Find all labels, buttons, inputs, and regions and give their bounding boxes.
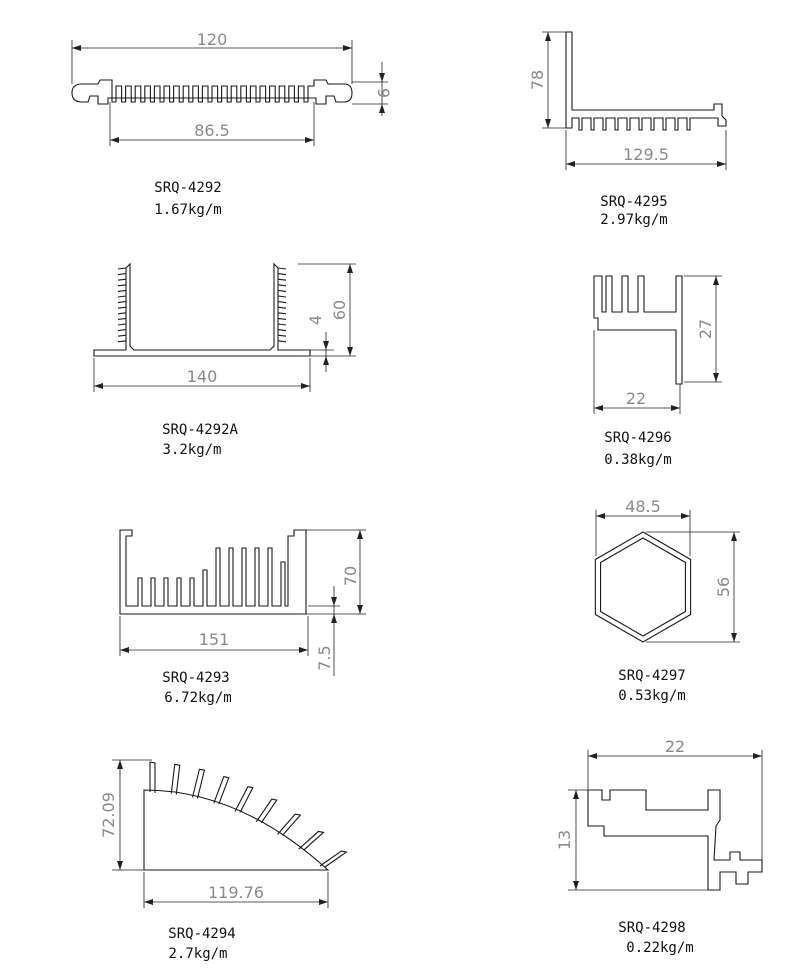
dimension-fin-span: 86.5 [194, 121, 230, 140]
profile-srq4296: 27 22 SRQ-4296 0.38kg/m [593, 275, 722, 468]
weight-per-meter: 0.38kg/m [604, 452, 671, 468]
profile-srq4293: 151 70 7.5 SRQ-4293 6.72kg/m [119, 529, 366, 706]
profile-outline [587, 789, 763, 891]
dimension-across-corners: 56 [714, 577, 733, 597]
dimension-lines [568, 750, 763, 891]
model-number: SRQ-4296 [604, 430, 671, 446]
dimension-width: 22 [626, 389, 646, 408]
profile-outline [93, 262, 311, 357]
dimension-width: 120 [197, 30, 228, 49]
dimension-lines [71, 40, 388, 146]
dimension-across-flats: 48.5 [625, 497, 661, 516]
profile-outline [143, 761, 348, 871]
weight-per-meter: 0.22kg/m [626, 940, 693, 956]
model-number: SRQ-4292A [162, 422, 238, 438]
weight-per-meter: 2.7kg/m [168, 946, 227, 962]
profile-outline [594, 531, 692, 643]
model-number: SRQ-4298 [618, 920, 685, 936]
profile-srq4292: 120 86.5 9 SRQ-4292 1.67kg/m [71, 30, 393, 218]
profile-srq4294: 72.09 119.76 SRQ-4294 2.7kg/m [99, 759, 348, 962]
dimension-lines [119, 529, 366, 676]
dimension-height: 27 [696, 319, 715, 339]
dimension-lines [112, 759, 329, 908]
dimension-lines [595, 510, 740, 643]
profile-outline [593, 275, 683, 385]
profile-outline [71, 79, 353, 105]
dimension-height: 72.09 [99, 792, 118, 838]
dimension-width: 22 [665, 737, 685, 756]
dimension-height: 78 [528, 70, 547, 90]
profile-outline [565, 31, 727, 131]
dimension-width: 129.5 [623, 145, 669, 164]
profile-srq4295: 78 129.5 SRQ-4295 2.97kg/m [528, 31, 727, 228]
dimension-height: 9 [374, 88, 393, 98]
dimension-base-thickness: 4 [306, 315, 325, 325]
weight-per-meter: 2.97kg/m [600, 212, 667, 228]
model-number: SRQ-4292 [154, 180, 221, 196]
weight-per-meter: 6.72kg/m [164, 690, 231, 706]
dimension-width: 151 [199, 630, 230, 649]
profile-srq4297: 48.5 56 SRQ-4297 0.53kg/m [594, 497, 740, 704]
profile-outline [119, 529, 307, 615]
model-number: SRQ-4297 [618, 668, 685, 684]
profile-srq4298: 22 13 SRQ-4298 0.22kg/m [555, 737, 763, 956]
weight-per-meter: 0.53kg/m [618, 688, 685, 704]
dimension-width: 140 [187, 367, 218, 386]
dimension-width: 119.76 [208, 883, 264, 902]
dimension-base-thickness: 7.5 [315, 645, 334, 670]
dimension-height: 13 [555, 830, 574, 850]
weight-per-meter: 1.67kg/m [154, 202, 221, 218]
model-number: SRQ-4293 [162, 670, 229, 686]
dimension-height: 60 [330, 300, 349, 320]
weight-per-meter: 3.2kg/m [162, 442, 221, 458]
profile-srq4292a: 140 60 4 SRQ-4292A 3.2kg/m [93, 262, 356, 458]
dimension-lines [542, 31, 727, 170]
dimension-height: 70 [341, 566, 360, 586]
dimension-lines [593, 275, 722, 414]
model-number: SRQ-4294 [168, 926, 235, 942]
dimension-lines [93, 263, 356, 392]
model-number: SRQ-4295 [600, 194, 667, 210]
